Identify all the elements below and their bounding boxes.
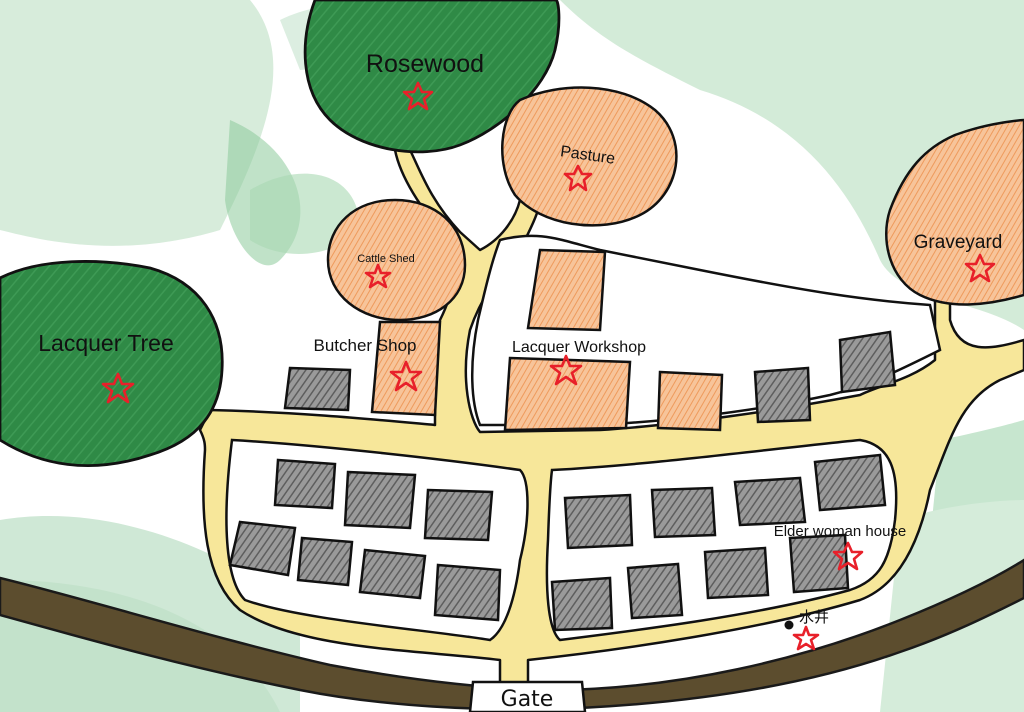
label-rosewood: Rosewood xyxy=(366,50,484,78)
gate-sign[interactable]: Gate xyxy=(468,680,587,712)
orange-buildings xyxy=(370,248,724,432)
markers xyxy=(101,81,996,651)
star-marker-icon[interactable] xyxy=(964,253,996,283)
star-marker-icon[interactable] xyxy=(364,263,392,289)
label-lacquer-workshop: Lacquer Workshop xyxy=(512,339,646,356)
outer-road xyxy=(0,558,1024,711)
map-labels: Rosewood Pasture Graveyard Cattle Shed L… xyxy=(38,50,1002,630)
label-cattle-shed: Cattle Shed xyxy=(357,253,414,265)
area-graveyard xyxy=(885,118,1024,306)
label-graveyard: Graveyard xyxy=(914,232,1003,253)
forest-rosewood xyxy=(303,0,561,154)
star-marker-icon[interactable] xyxy=(389,360,423,392)
label-butcher-shop: Butcher Shop xyxy=(313,336,416,355)
grey-houses xyxy=(228,330,897,632)
workshop-annex-building xyxy=(526,248,607,332)
star-marker-icon[interactable] xyxy=(402,81,434,111)
gate-label: Gate xyxy=(501,687,554,712)
star-marker-icon[interactable] xyxy=(549,354,583,386)
area-pasture xyxy=(501,86,678,227)
star-marker-icon[interactable] xyxy=(563,164,593,192)
label-lacquer-tree: Lacquer Tree xyxy=(38,330,174,356)
forest-lacquer-tree xyxy=(0,260,224,468)
lacquer-workshop-building xyxy=(503,356,632,432)
star-marker-icon[interactable] xyxy=(792,625,820,651)
area-cattle-shed xyxy=(326,198,467,322)
label-elder-woman-house: Elder woman house xyxy=(774,523,907,540)
star-marker-icon[interactable] xyxy=(832,541,864,571)
butcher-shop-building xyxy=(370,320,442,417)
label-well: 水井 xyxy=(799,609,829,626)
star-marker-icon[interactable] xyxy=(101,372,135,404)
orange-house-building xyxy=(656,370,724,432)
well-dot-icon xyxy=(784,620,794,630)
